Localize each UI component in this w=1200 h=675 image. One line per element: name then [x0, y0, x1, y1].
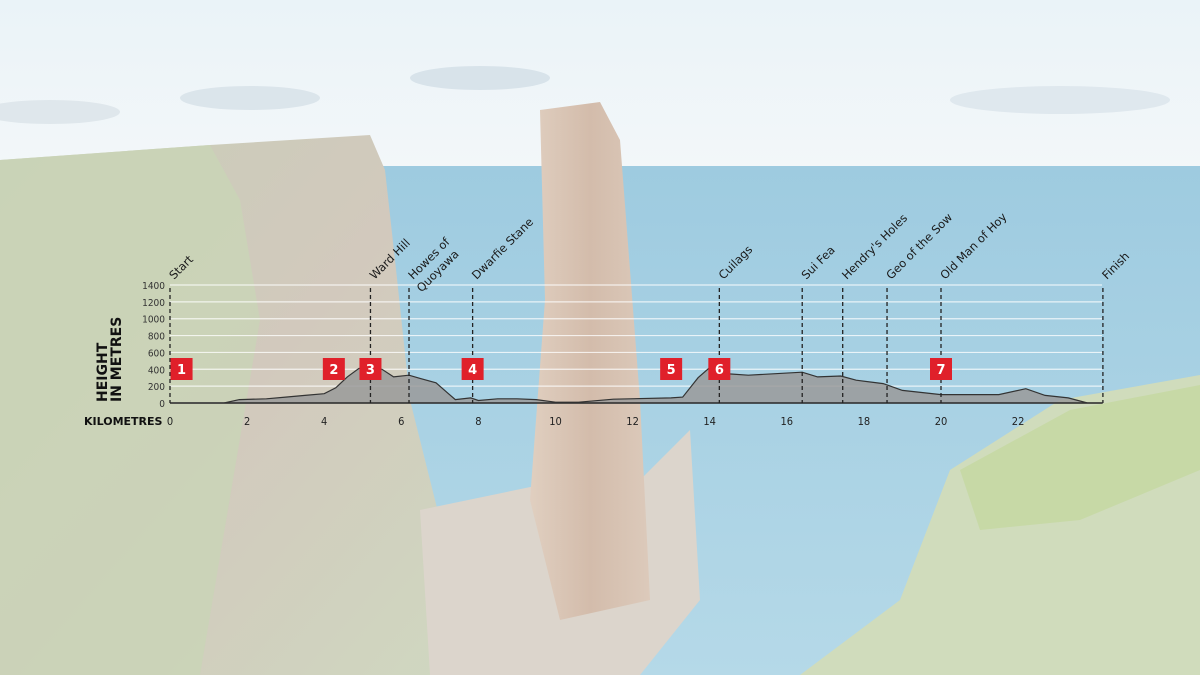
y-tick-label: 1200	[142, 298, 165, 309]
x-tick-label: 8	[475, 415, 481, 428]
y-tick-label: 800	[148, 332, 165, 343]
y-tick-label: 1400	[142, 281, 165, 292]
x-tick-label: 2	[244, 415, 250, 428]
marker-box	[660, 358, 683, 380]
y-tick-label: 1000	[142, 315, 165, 326]
checkpoint-marker-3: 3	[359, 358, 382, 380]
x-tick-label: 20	[935, 415, 948, 428]
waypoint-name: Finish	[1099, 249, 1132, 282]
x-tick-label: 6	[398, 415, 404, 428]
waypoint-label: Sui Fea	[798, 243, 837, 282]
x-tick-label: 14	[703, 415, 716, 428]
waypoint-label: Finish	[1099, 249, 1132, 282]
waypoint-name: Dwarfie Stane	[469, 215, 536, 282]
y-tick-label: 600	[148, 348, 165, 359]
checkpoint-marker-7: 7	[930, 358, 952, 380]
y-tick-label: 200	[148, 382, 165, 393]
marker-box	[708, 358, 731, 380]
y-axis-label-line1: HEIGHT	[95, 342, 111, 402]
marker-number: 4	[468, 363, 477, 378]
waypoint-name: Sui Fea	[798, 243, 837, 282]
waypoint-label: Ward Hill	[367, 236, 413, 282]
checkpoint-marker-4: 4	[461, 358, 484, 380]
checkpoint-marker-6: 6	[708, 358, 731, 380]
marker-number: 6	[715, 363, 724, 378]
y-tick-label: 0	[159, 399, 165, 410]
x-axis-ticks: 0 2 4 6 8 10 12 14 16 18 20 22	[167, 415, 1025, 428]
marker-number: 2	[329, 363, 338, 378]
waypoint-label: Start	[166, 252, 196, 282]
grid-lines	[170, 284, 1102, 387]
waypoint-name: Ward Hill	[367, 236, 413, 282]
checkpoint-marker-2: 2	[322, 358, 345, 380]
x-tick-label: 16	[781, 415, 794, 428]
marker-number: 1	[177, 363, 186, 378]
marker-box	[359, 358, 382, 380]
waypoint-label: Cuilags	[716, 242, 756, 282]
y-axis-ticks: 0 200 400 600 800 1000 1200 1400	[142, 281, 165, 410]
x-tick-label: 22	[1012, 415, 1025, 428]
x-tick-label: 10	[549, 415, 562, 428]
waypoint-name: Start	[166, 252, 196, 282]
x-tick-label: 0	[167, 415, 173, 428]
x-tick-label: 4	[321, 415, 327, 428]
marker-box	[322, 358, 345, 380]
x-tick-label: 18	[858, 415, 871, 428]
marker-box	[461, 358, 484, 380]
waypoint-name: Cuilags	[716, 242, 756, 282]
marker-number: 7	[936, 363, 945, 378]
waypoint-label: Dwarfie Stane	[469, 215, 536, 282]
marker-number: 5	[667, 363, 676, 378]
x-axis-label: KILOMETRES	[84, 415, 163, 428]
elevation-area	[170, 366, 1103, 404]
checkpoint-markers: 1 2 3 4 5 6 7	[170, 358, 952, 380]
y-tick-label: 400	[148, 365, 165, 376]
marker-number: 3	[366, 363, 375, 378]
checkpoint-marker-5: 5	[660, 358, 683, 380]
y-axis-label-line2: IN METRES	[109, 317, 125, 402]
marker-box	[170, 358, 193, 380]
checkpoint-marker-1: 1	[170, 358, 193, 380]
marker-box	[930, 358, 952, 380]
y-axis-label: HEIGHT IN METRES	[95, 317, 125, 402]
x-tick-label: 12	[626, 415, 639, 428]
